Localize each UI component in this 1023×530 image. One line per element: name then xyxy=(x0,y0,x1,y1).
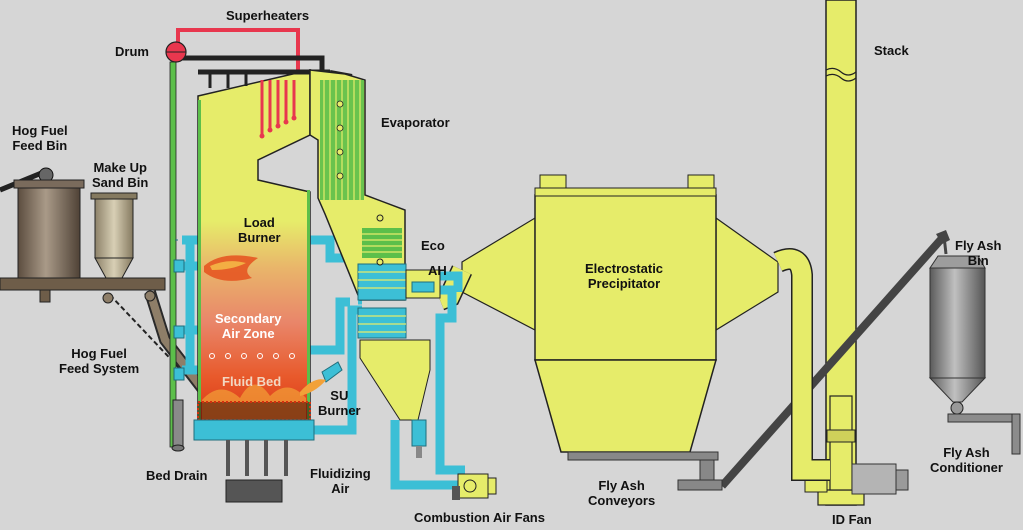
label-fly-ash-conveyors: Fly Ash Conveyors xyxy=(588,478,656,508)
label-make-up-sand-bin: Make Up Sand Bin xyxy=(92,160,149,190)
label-stack: Stack xyxy=(874,43,909,58)
downcomer xyxy=(169,61,185,452)
label-su-burner: SU Burner xyxy=(318,388,361,418)
id-fan xyxy=(804,395,909,495)
label-combustion-air-fans: Combustion Air Fans xyxy=(414,510,545,525)
fly-ash-bin xyxy=(928,255,1021,455)
steam-drum-and-lines xyxy=(165,28,353,139)
label-secondary-air-zone: Secondary Air Zone xyxy=(215,311,282,341)
label-superheaters: Superheaters xyxy=(226,8,310,23)
fly-ash-bucket-conveyor xyxy=(719,230,950,489)
make-up-sand-bin xyxy=(90,192,138,279)
hog-fuel-feed-system xyxy=(102,290,210,396)
air-duct-system xyxy=(182,235,465,490)
convective-pass xyxy=(309,69,441,458)
hog-fuel-feed-bin xyxy=(0,167,166,303)
label-eco: Eco xyxy=(421,238,445,253)
air-nozzles xyxy=(209,353,295,359)
label-fluid-bed: Fluid Bed xyxy=(222,374,282,389)
label-ah: AH xyxy=(428,263,447,278)
label-fly-ash-bin: Fly Ash Bin xyxy=(955,238,1002,268)
label-load-burner: Load Burner xyxy=(238,215,281,245)
label-hog-fuel-feed-system: Hog Fuel Feed System xyxy=(59,346,140,376)
label-fly-ash-conditioner: Fly Ash Conditioner xyxy=(930,445,1003,475)
furnace xyxy=(173,69,343,503)
label-fluidizing-air: Fluidizing Air xyxy=(310,466,371,496)
label-drum: Drum xyxy=(115,44,149,59)
combustion-air-fans xyxy=(452,473,497,500)
label-evaporator: Evaporator xyxy=(381,115,450,130)
label-hog-fuel-feed-bin: Hog Fuel Feed Bin xyxy=(12,123,68,153)
electrostatic-precipitator xyxy=(435,174,830,491)
label-id-fan: ID Fan xyxy=(832,512,872,527)
label-bed-drain: Bed Drain xyxy=(146,468,208,483)
label-electrostatic-precipitator: Electrostatic Precipitator xyxy=(585,261,664,291)
